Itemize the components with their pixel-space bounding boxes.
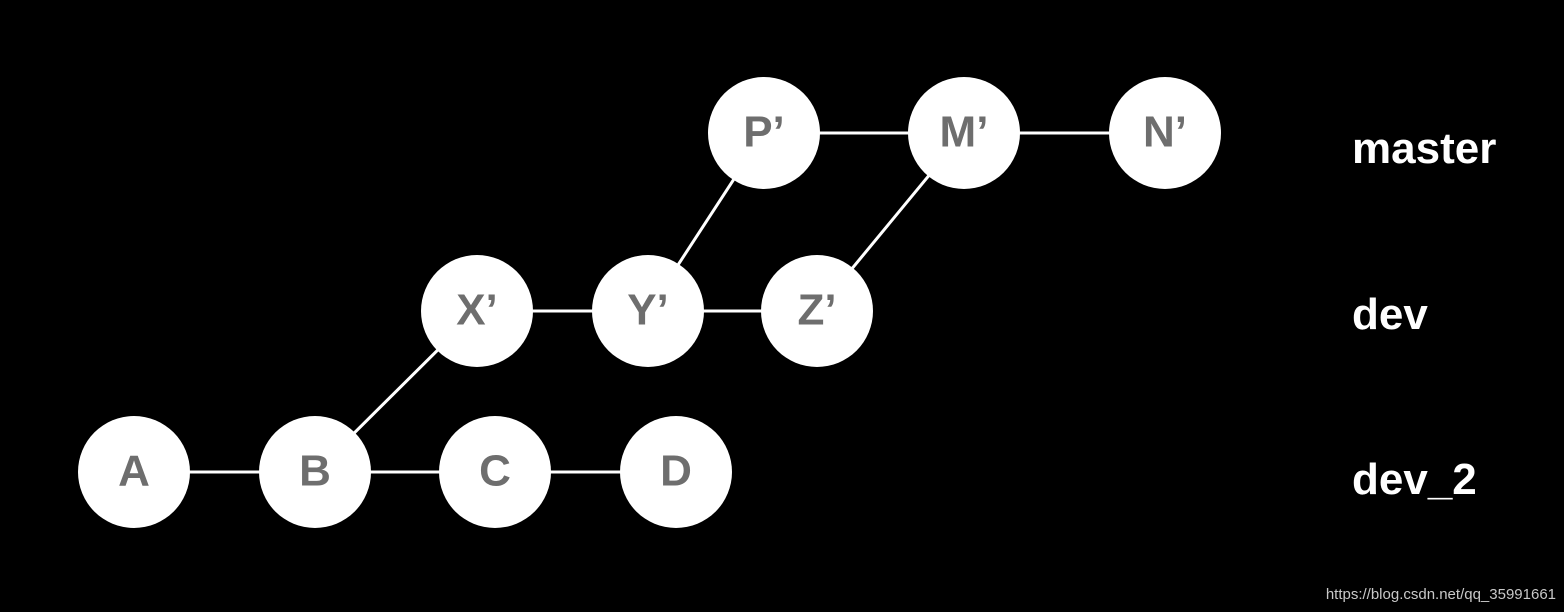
commit-label: Z’ (797, 286, 836, 335)
commit-label: D (660, 447, 692, 496)
commit-label: Y’ (627, 286, 669, 335)
commit-circle (620, 416, 732, 528)
commit-circle (259, 416, 371, 528)
commit-node-n: N’ (1109, 77, 1221, 189)
commit-node-x: X’ (421, 255, 533, 367)
commit-node-c: C (439, 416, 551, 528)
branch-label-dev-2: dev_2 (1352, 455, 1477, 504)
commit-node-d: D (620, 416, 732, 528)
commit-label: N’ (1143, 108, 1187, 157)
commit-node-y: Y’ (592, 255, 704, 367)
commit-label: B (299, 447, 331, 496)
commit-circle (761, 255, 873, 367)
commit-circle (78, 416, 190, 528)
commit-label: A (118, 447, 150, 496)
commit-node-m: M’ (908, 77, 1020, 189)
commit-circle (421, 255, 533, 367)
commit-circle (1109, 77, 1221, 189)
commit-label: P’ (743, 108, 785, 157)
commit-node-a: A (78, 416, 190, 528)
commit-circle (908, 77, 1020, 189)
watermark-url: https://blog.csdn.net/qq_35991661 (1325, 586, 1556, 603)
commit-node-p: P’ (708, 77, 820, 189)
commit-label: M’ (940, 108, 989, 157)
commit-label: C (479, 447, 511, 496)
commit-circle (439, 416, 551, 528)
commit-nodes: A B C D X’ Y’ Z’ P’ M’ N’ (78, 77, 1221, 528)
branch-label-master: master (1352, 124, 1497, 173)
commit-circle (592, 255, 704, 367)
commit-node-b: B (259, 416, 371, 528)
commit-circle (708, 77, 820, 189)
commit-label: X’ (456, 286, 498, 335)
commit-node-z: Z’ (761, 255, 873, 367)
branch-label-dev: dev (1352, 290, 1428, 339)
